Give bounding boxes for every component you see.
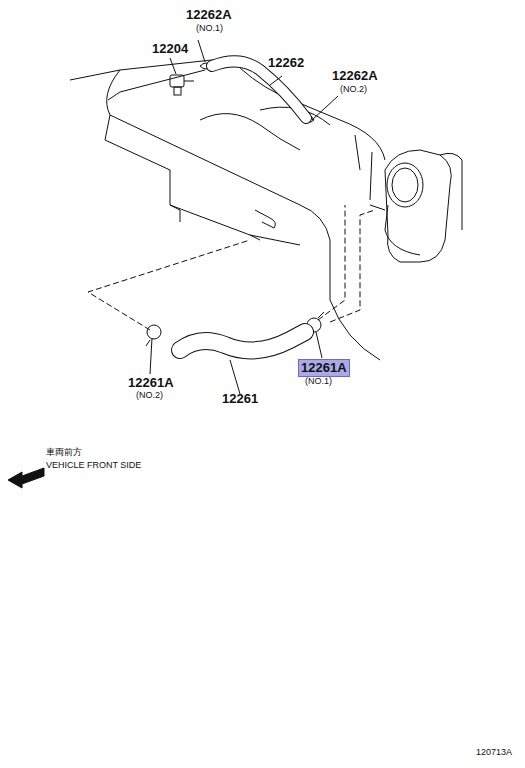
callout-number: 12261 <box>222 392 258 406</box>
callout-number: 12204 <box>152 42 188 56</box>
callout-suffix: (NO.2) <box>136 391 163 401</box>
figure-code: 120713A <box>476 748 512 758</box>
callout-suffix: (NO.2) <box>340 85 367 95</box>
callout-number: 12262 <box>268 56 304 70</box>
direction-note: VEHICLE FRONT SIDE <box>46 461 141 471</box>
callout-number: 12261A <box>301 361 347 375</box>
callout-number: 12262A <box>186 8 232 22</box>
callout-suffix: (NO.1) <box>196 24 223 34</box>
direction-note: 車両前方 <box>46 448 82 458</box>
highlighted-callout: 12261A <box>298 359 350 377</box>
callout-suffix: (NO.1) <box>305 377 332 387</box>
direction-arrow <box>8 468 44 488</box>
callout-number: 12261A <box>128 376 174 390</box>
callout-number: 12262A <box>332 69 378 83</box>
